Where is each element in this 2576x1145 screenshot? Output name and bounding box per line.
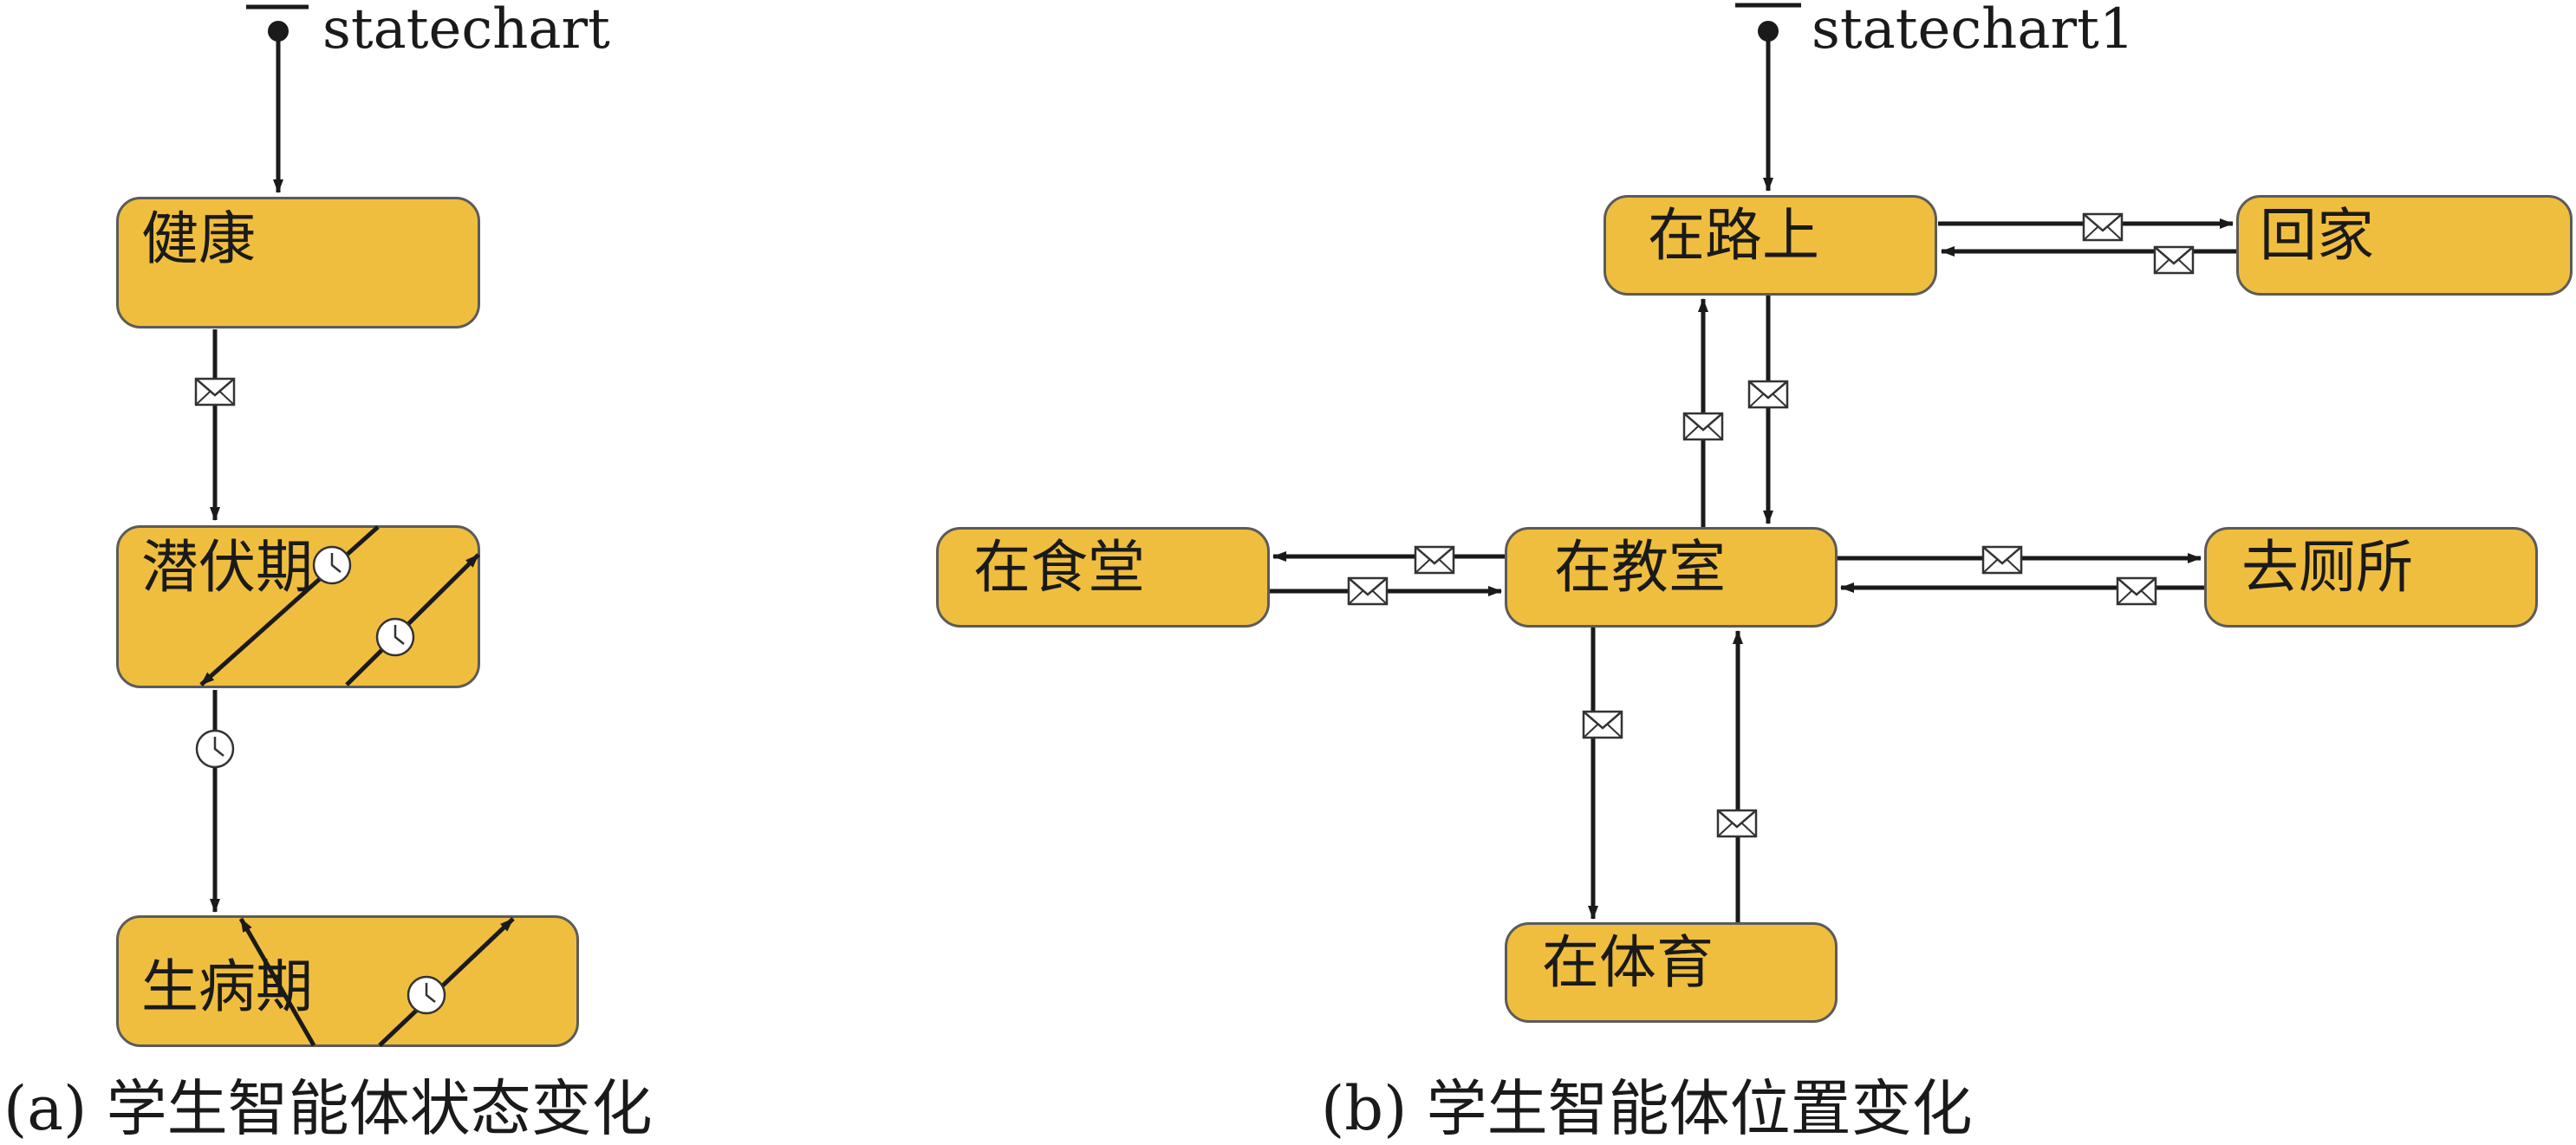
state-label: 潜伏期 bbox=[141, 534, 313, 601]
caption-b: (b) 学生智能体位置变化 bbox=[1321, 1073, 1973, 1144]
envelope-icon bbox=[2116, 576, 2157, 606]
envelope-icon bbox=[1716, 809, 1758, 838]
state-label: 去厕所 bbox=[2241, 534, 2413, 601]
state-on-road: 在路上 bbox=[1603, 195, 1937, 296]
state-classroom: 在教室 bbox=[1505, 527, 1838, 628]
initial-dot-b bbox=[1758, 21, 1779, 42]
state-sports: 在体育 bbox=[1505, 922, 1838, 1023]
envelope-icon bbox=[1347, 576, 1389, 606]
envelope-icon bbox=[194, 377, 236, 407]
state-label: 在路上 bbox=[1648, 202, 1819, 269]
envelope-icon bbox=[2153, 245, 2195, 275]
initial-dot bbox=[268, 21, 289, 42]
state-home: 回家 bbox=[2236, 195, 2573, 296]
envelope-icon bbox=[1582, 710, 1623, 739]
state-label: 健康 bbox=[141, 205, 256, 272]
state-healthy: 健康 bbox=[116, 197, 480, 329]
state-restroom: 去厕所 bbox=[2204, 527, 2538, 628]
state-canteen: 在食堂 bbox=[936, 527, 1270, 628]
state-label: 生病期 bbox=[141, 953, 313, 1020]
statechart-name: statechart bbox=[322, 0, 610, 62]
state-label: 在体育 bbox=[1542, 929, 1714, 996]
caption-a: (a) 学生智能体状态变化 bbox=[3, 1073, 653, 1144]
clock-icon bbox=[195, 729, 235, 769]
state-latent: 潜伏期 bbox=[116, 525, 480, 688]
envelope-icon bbox=[1747, 380, 1789, 409]
statechart-name: statechart1 bbox=[1812, 0, 2135, 62]
envelope-icon bbox=[2082, 212, 2124, 242]
envelope-icon bbox=[1682, 412, 1724, 441]
state-label: 在教室 bbox=[1554, 534, 1726, 601]
state-label: 在食堂 bbox=[973, 534, 1145, 601]
envelope-icon bbox=[1414, 545, 1455, 575]
state-label: 回家 bbox=[2260, 202, 2374, 269]
envelope-icon bbox=[1981, 545, 2023, 575]
state-sick: 生病期 bbox=[116, 915, 579, 1047]
